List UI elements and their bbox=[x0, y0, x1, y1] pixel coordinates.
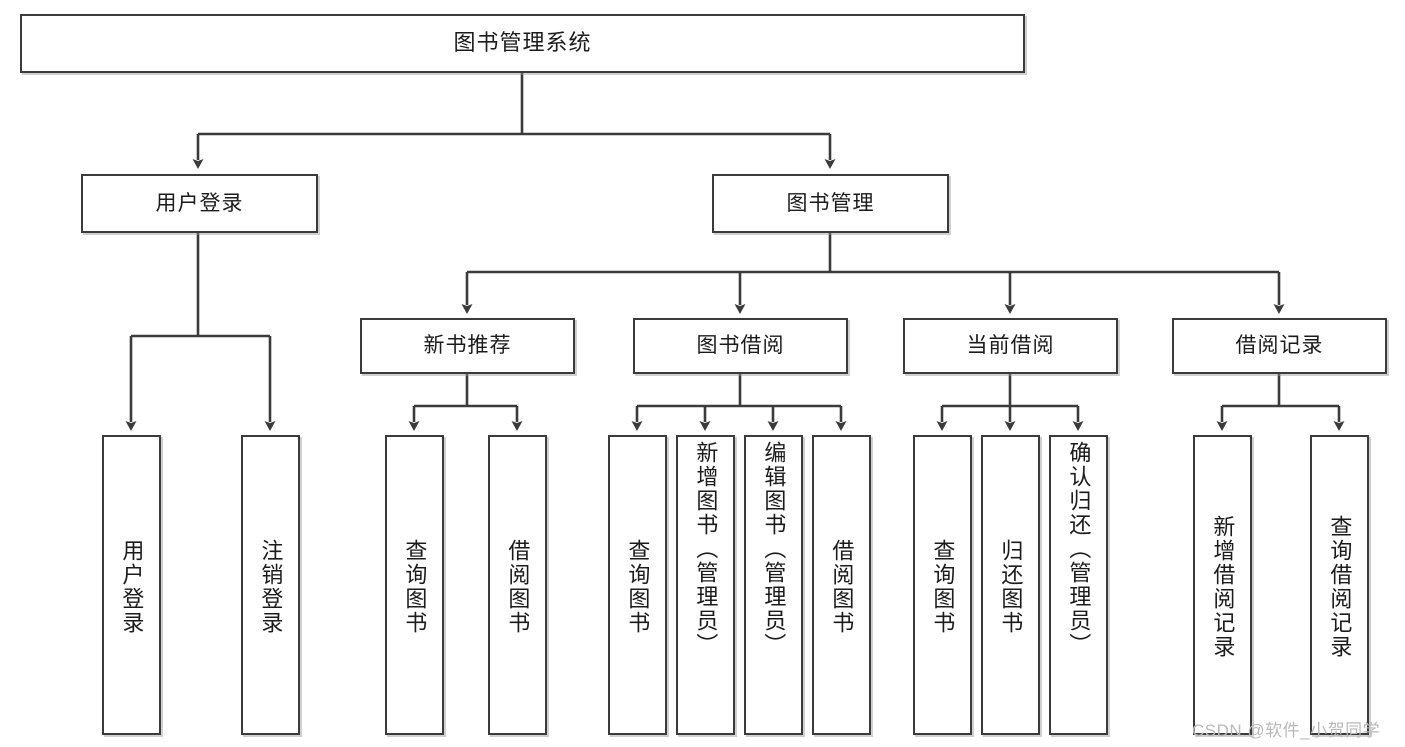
node-user-login[interactable]: 用户登录 bbox=[81, 174, 318, 233]
node-current-borrow[interactable]: 当前借阅 bbox=[903, 318, 1118, 374]
node-leaf-return-book-label: 归还图书 bbox=[998, 539, 1024, 635]
node-book-borrow-label: 图书借阅 bbox=[696, 334, 785, 358]
node-leaf-query-book-current-label: 查询图书 bbox=[930, 539, 956, 635]
node-borrow-record-label: 借阅记录 bbox=[1235, 334, 1324, 358]
node-leaf-query-book-current[interactable]: 查询图书 bbox=[913, 435, 972, 735]
node-leaf-edit-book-admin[interactable]: 编辑图书（管理员） bbox=[744, 435, 803, 735]
node-leaf-user-login-label: 用户登录 bbox=[119, 539, 145, 635]
node-leaf-query-book-recommend-label: 查询图书 bbox=[402, 539, 428, 635]
node-book-management[interactable]: 图书管理 bbox=[712, 174, 949, 233]
node-leaf-add-borrow-record-label: 新增借阅记录 bbox=[1210, 515, 1236, 659]
node-new-book-recommend[interactable]: 新书推荐 bbox=[360, 318, 575, 374]
node-book-borrow[interactable]: 图书借阅 bbox=[633, 318, 848, 374]
node-user-login-label: 用户登录 bbox=[155, 191, 244, 215]
node-leaf-add-borrow-record[interactable]: 新增借阅记录 bbox=[1193, 435, 1252, 735]
node-leaf-logout[interactable]: 注销登录 bbox=[241, 435, 300, 735]
node-borrow-record[interactable]: 借阅记录 bbox=[1172, 318, 1387, 374]
node-leaf-add-book-admin[interactable]: 新增图书（管理员） bbox=[676, 435, 735, 735]
node-leaf-user-login[interactable]: 用户登录 bbox=[102, 435, 161, 735]
node-leaf-query-book-borrow-label: 查询图书 bbox=[625, 539, 651, 635]
node-leaf-query-borrow-record-label: 查询借阅记录 bbox=[1327, 515, 1353, 659]
node-leaf-borrow-book-recommend[interactable]: 借阅图书 bbox=[488, 435, 547, 735]
node-book-management-label: 图书管理 bbox=[786, 191, 875, 215]
node-leaf-confirm-return-admin[interactable]: 确认归还（管理员） bbox=[1049, 435, 1108, 735]
node-leaf-edit-book-admin-label: 编辑图书（管理员） bbox=[761, 441, 787, 657]
node-current-borrow-label: 当前借阅 bbox=[966, 334, 1055, 358]
node-leaf-logout-label: 注销登录 bbox=[258, 539, 284, 635]
node-leaf-add-book-admin-label: 新增图书（管理员） bbox=[693, 441, 719, 657]
watermark-text: CSDN @软件_小贺同学 bbox=[1192, 721, 1381, 740]
node-leaf-borrow-book-label: 借阅图书 bbox=[829, 539, 855, 635]
node-root-system-label: 图书管理系统 bbox=[453, 30, 592, 56]
node-leaf-borrow-book-recommend-label: 借阅图书 bbox=[505, 539, 531, 635]
node-leaf-confirm-return-admin-label: 确认归还（管理员） bbox=[1066, 441, 1092, 657]
node-new-book-recommend-label: 新书推荐 bbox=[423, 334, 512, 358]
node-leaf-query-book-borrow[interactable]: 查询图书 bbox=[608, 435, 667, 735]
node-root-system[interactable]: 图书管理系统 bbox=[20, 14, 1025, 73]
node-leaf-query-borrow-record[interactable]: 查询借阅记录 bbox=[1310, 435, 1369, 735]
node-leaf-query-book-recommend[interactable]: 查询图书 bbox=[385, 435, 444, 735]
node-leaf-return-book[interactable]: 归还图书 bbox=[981, 435, 1040, 735]
node-leaf-borrow-book[interactable]: 借阅图书 bbox=[812, 435, 871, 735]
